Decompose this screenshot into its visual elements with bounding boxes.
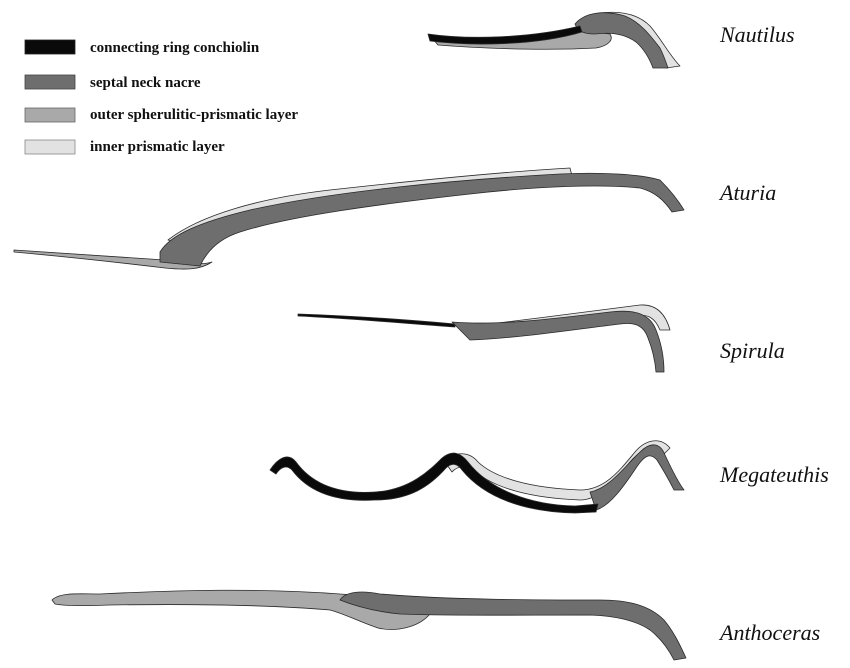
aturia-septal-neck-nacre xyxy=(160,173,684,266)
legend: connecting ring conchiolin septal neck n… xyxy=(25,40,298,155)
megateuthis-connecting-ring xyxy=(270,453,598,513)
legend-label-inner-prismatic: inner prismatic layer xyxy=(90,139,225,155)
legend-item-outer-spherulitic: outer spherulitic-prismatic layer xyxy=(25,107,298,123)
legend-item-inner-prismatic: inner prismatic layer xyxy=(25,139,225,155)
legend-swatch-nacre xyxy=(25,75,75,89)
aturia-septal-neck xyxy=(14,168,684,269)
legend-swatch-outer-spherulitic xyxy=(25,108,75,122)
taxon-label-spirula: Spirula xyxy=(720,338,785,363)
taxon-label-anthoceras: Anthoceras xyxy=(718,620,820,645)
megateuthis-septal-neck xyxy=(270,441,684,513)
legend-swatch-inner-prismatic xyxy=(25,140,75,154)
nautilus-septal-neck xyxy=(428,12,680,68)
legend-item-nacre: septal neck nacre xyxy=(25,75,201,91)
megateuthis-septal-neck-nacre xyxy=(590,445,684,510)
legend-item-conchiolin: connecting ring conchiolin xyxy=(25,40,260,56)
legend-label-outer-spherulitic: outer spherulitic-prismatic layer xyxy=(90,107,298,123)
spirula-septal-neck xyxy=(298,305,670,372)
megateuthis-inner-prismatic-layer xyxy=(445,441,670,500)
spirula-connecting-ring xyxy=(298,314,455,327)
legend-swatch-conchiolin xyxy=(25,40,75,54)
taxon-label-megateuthis: Megateuthis xyxy=(719,462,829,487)
anthoceras-septal-neck xyxy=(52,590,686,660)
legend-label-nacre: septal neck nacre xyxy=(90,75,201,91)
legend-label-conchiolin: connecting ring conchiolin xyxy=(90,40,260,56)
taxon-label-nautilus: Nautilus xyxy=(719,22,795,47)
spirula-septal-neck-nacre xyxy=(452,311,664,372)
taxon-label-aturia: Aturia xyxy=(718,180,776,205)
